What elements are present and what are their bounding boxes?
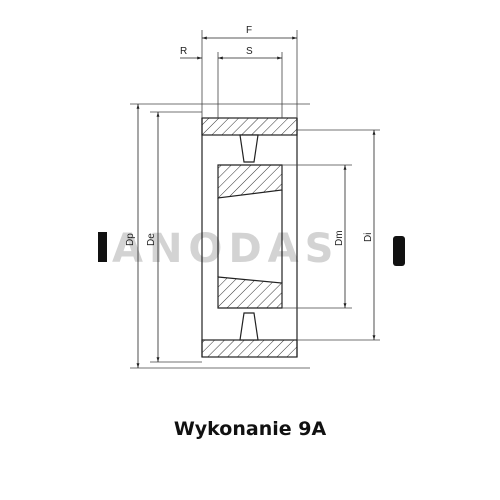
label-Di: Di — [363, 233, 374, 242]
web-top — [239, 134, 259, 163]
label-De: De — [146, 233, 157, 246]
watermark-right-mark — [393, 236, 405, 266]
hub-top — [217, 164, 283, 199]
watermark-left-mark — [98, 232, 107, 262]
caption: Wykonanie 9A — [173, 418, 327, 440]
label-Dp: Dp — [125, 233, 136, 246]
label-S: S — [246, 46, 253, 57]
web-bottom — [239, 312, 259, 341]
pulley-body — [201, 117, 298, 358]
label-R: R — [180, 46, 187, 57]
rim-top — [201, 117, 298, 136]
rim-bottom — [201, 339, 298, 358]
hub-bottom — [217, 276, 283, 309]
label-F: F — [246, 25, 252, 36]
extension-lines — [130, 30, 380, 369]
dimension-lines — [136, 36, 376, 368]
watermark-text: ANODAS — [112, 226, 339, 272]
watermark: ANODAS — [98, 226, 405, 272]
label-Dm: Dm — [334, 230, 345, 246]
